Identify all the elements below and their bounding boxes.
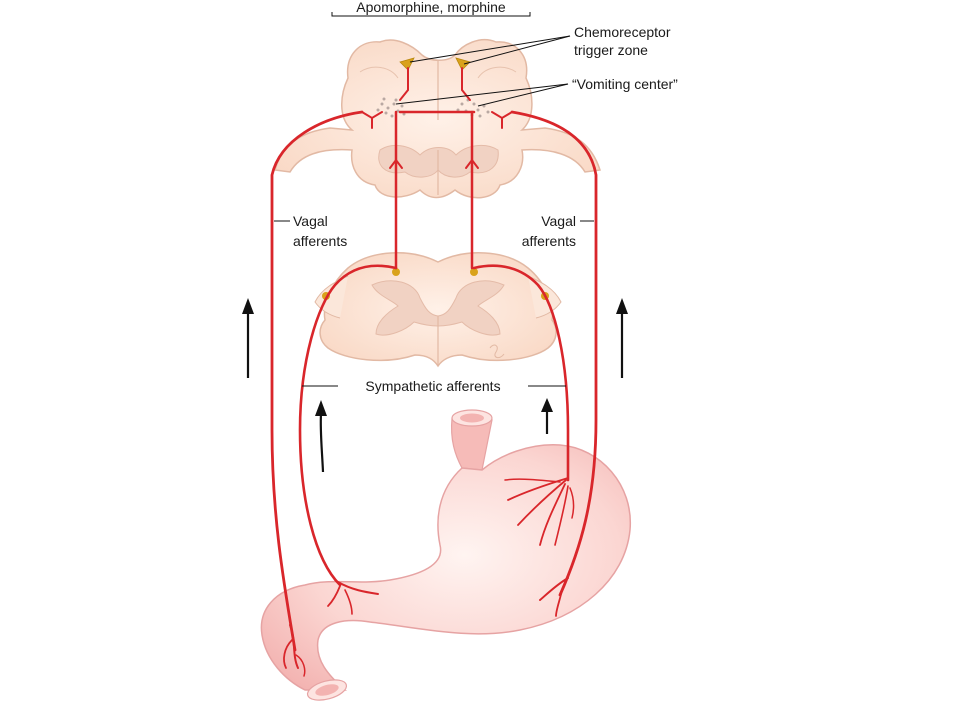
medulla-contour-left [359,66,399,79]
ctz-to-center-left [399,67,409,101]
vomiting-center-left [376,97,406,118]
vagal-afferent-left [270,110,364,652]
duodenum-lumen [315,684,339,696]
arrow-right-inner [541,398,553,434]
sympathetic-afferent-right [472,264,570,482]
sympathetic-right-branch-6 [569,487,575,519]
arrow-left-inner [315,400,327,473]
ctz-leader-left [409,35,571,63]
arrow-left-outer [242,298,254,378]
center-leader-left [395,83,569,105]
ctz-to-center-right [461,67,471,101]
arrow-right-outer [616,298,628,378]
vagal-right-label-line1: Vagal [541,213,576,229]
sympathetic-right-branch-5 [504,478,561,483]
ctz-leader-right [463,35,571,65]
center-leader-right [477,83,569,107]
sympathetic-left-branch-1 [337,581,379,595]
sympathetic-right-branch-2 [517,479,567,526]
vomiting-center-label: “Vomiting center” [572,76,678,92]
esophagus-lumen [460,413,484,423]
ctz-label-line1: Chemoreceptor [574,24,671,40]
sympathetic-right-branch-1 [507,477,569,501]
drug-label: Apomorphine, morphine [356,0,506,15]
vagal-right-branch-2 [555,589,563,617]
flow-arrows [242,298,628,473]
ganglion-right-dorsal [470,268,478,276]
stomach [260,409,631,701]
vagal-right-label-line2: afferents [522,233,576,249]
medulla [274,38,601,199]
vagal-left-label-line2: afferents [293,233,347,249]
ctz-right [455,57,471,71]
descending-left-fork [389,158,403,169]
ganglion-left-dorsal [392,268,400,276]
vagal-afferent-right [510,110,598,597]
sympathetic-afferent-left [298,264,398,587]
sympathetic-left-branch-3 [344,589,353,615]
vagal-left-label-line1: Vagal [293,213,328,229]
vagal-left-branch-2 [283,639,293,669]
sympathetic-label: Sympathetic afferents [365,378,500,394]
stomach-body [260,444,631,691]
nerve-pathways [270,67,598,677]
sympathetic-right-branch-4 [554,485,569,546]
vagal-right-branch-1 [539,577,569,601]
medulla-contour-right [477,66,517,79]
leader-lines [274,12,594,387]
spinal-cord-section [314,252,562,368]
drug-label-bracket [331,12,531,17]
spinal-squiggle [489,344,505,359]
vagal-left-branch-3 [295,654,306,677]
descending-right-fork [465,158,479,169]
ctz-label-line2: trigger zone [574,42,648,58]
sympathetic-left-branch-2 [327,585,341,607]
sympathetic-right-branch-3 [539,483,566,546]
ctz-left [399,57,415,71]
vagal-left-branch-1 [289,624,299,669]
